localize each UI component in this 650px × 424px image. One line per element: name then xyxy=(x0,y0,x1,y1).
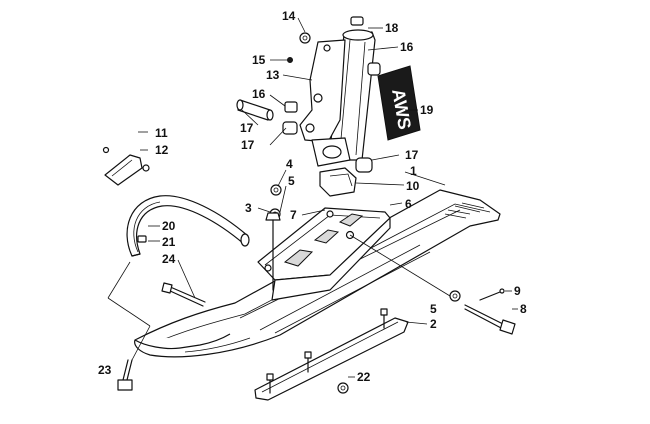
callout-5-lower: 5 xyxy=(430,302,437,316)
callout-16-left: 16 xyxy=(252,87,266,101)
callout-2: 2 xyxy=(430,317,437,331)
wear-bar-part xyxy=(254,308,409,401)
callout-6: 6 xyxy=(405,197,412,211)
callout-24: 24 xyxy=(162,252,176,266)
callout-22-lower: 22 xyxy=(357,370,371,384)
callout-18: 17 xyxy=(240,121,254,135)
callout-8: 8 xyxy=(520,302,527,316)
callout-20: 19 xyxy=(420,103,434,117)
callout-10: 10 xyxy=(406,179,420,193)
hardware xyxy=(102,16,516,394)
ski-loop-part xyxy=(126,195,250,257)
bushings xyxy=(236,62,381,197)
callout-3: 3 xyxy=(245,201,252,215)
leader-lines xyxy=(107,17,518,378)
callout-16-top: 16 xyxy=(400,40,414,54)
callout-12: 12 xyxy=(155,143,169,157)
callout-14: 14 xyxy=(282,9,296,23)
callout-1: 1 xyxy=(410,164,417,178)
callout-labels: 14 18 16 15 13 16 19 17 17 17 1 10 4 5 3… xyxy=(98,9,527,384)
callout-5-upper: 5 xyxy=(288,174,295,188)
ski-saddle-part xyxy=(257,207,391,301)
callout-9: 9 xyxy=(514,284,521,298)
callout-15: 15 xyxy=(252,53,266,67)
callout-7: 7 xyxy=(290,208,297,222)
callout-4: 4 xyxy=(286,157,293,171)
spindle-part xyxy=(299,29,376,167)
callout-13: 13 xyxy=(266,68,280,82)
callout-17-left: 17 xyxy=(241,138,255,152)
callout-19: 18 xyxy=(385,21,399,35)
aws-decal-part: AWS xyxy=(377,65,421,141)
callout-17-right: 17 xyxy=(405,148,419,162)
callout-21: 20 xyxy=(162,219,176,233)
callout-22-upper: 21 xyxy=(162,235,176,249)
callout-11: 11 xyxy=(155,126,168,140)
callout-23: 23 xyxy=(98,363,112,377)
